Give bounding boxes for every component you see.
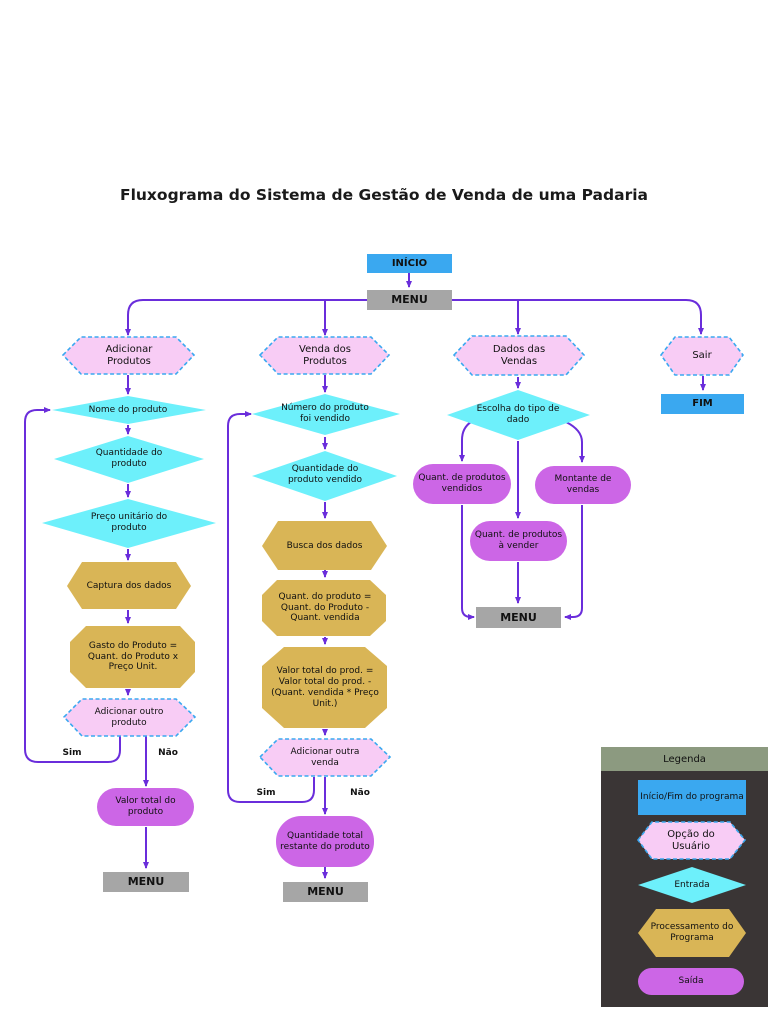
in-nome-label[interactable]: Nome do produto [88,404,168,415]
opt-adicionar-outro-hexagon [62,698,197,737]
arrow-menu-adicionar [125,299,367,336]
arrow-vendidos-menu-3 [461,505,475,620]
in-quantidade-diamond [54,436,204,483]
legend-input-label: Entrada [674,879,710,890]
arrow-escolha-montante [565,421,585,463]
menu-3-label[interactable]: MENU [500,610,537,624]
in-escolha-diamond [447,390,590,440]
fim-terminal [661,394,744,414]
inicio-terminal [367,254,452,273]
in-escolha-label[interactable]: Escolha do tipo de dado [476,404,560,425]
out-vendidos-label: Quant. de produtos vendidos [418,473,506,494]
opt-adicionar-outro-label[interactable]: Adicionar outro produto [94,707,164,728]
menu-2-box [283,882,368,902]
proc-captura-label: Captura dos dados [86,580,172,591]
out-montante-pill [535,466,631,504]
connectors [24,273,706,879]
in-quant-vendido-diamond [252,451,397,501]
arrow-escolha-vendidos [459,421,472,462]
opt-sair-label[interactable]: Sair [692,349,712,361]
nao-1-label: Não [158,747,178,758]
opt-dados-label[interactable]: Dados das Vendas [492,343,546,367]
in-nome-diamond [52,396,206,424]
opt-venda-label[interactable]: Venda dos Produtos [299,343,351,367]
sim-1-label: Sim [62,747,82,758]
legend-option-label: Opção do Usuário [667,828,715,852]
proc-valor-label: Valor total do prod. = Valor total do pr… [271,666,379,709]
legend-output-label: Saída [678,976,704,987]
menu-top-box [367,290,452,310]
legend-process-label: Processamento do Programa [650,922,734,943]
out-valor-total-pill [97,788,194,826]
legend-output-swatch [638,968,744,995]
out-quant-restante-label: Quantidade total restante do produto [280,831,370,852]
proc-busca-label: Busca dos dados [286,540,363,551]
opt-adicionar-label[interactable]: Adicionar Produtos [105,343,153,367]
proc-valor-octagon [262,647,387,728]
out-vendidos-pill [413,464,511,504]
opt-adicionar-outra-label[interactable]: Adicionar outra venda [290,747,360,768]
opt-venda-hexagon [258,336,391,375]
sim-2-label: Sim [256,787,276,798]
menu-2-label[interactable]: MENU [307,885,344,899]
legend-terminal-swatch [638,780,746,815]
out-montante-label: Montante de vendas [554,474,612,495]
legend-option-swatch [636,821,747,860]
legend-terminal-label: Início/Fim do programa [640,792,744,803]
proc-captura-hexagon [67,562,191,609]
out-avender-label: Quant. de produtos à vender [474,530,563,551]
in-preco-diamond [42,499,216,548]
in-quant-vendido-label[interactable]: Quantidade do produto vendido [287,464,363,485]
in-preco-label[interactable]: Preço unitário do produto [90,512,168,533]
menu-1-label[interactable]: MENU [127,875,165,889]
proc-quant-octagon [262,580,386,636]
arrow-menu-sair [452,299,704,335]
menu-1-box [103,872,189,892]
nao-2-label: Não [350,787,370,798]
opt-adicionar-outra-hexagon [258,738,392,777]
proc-busca-hexagon [262,521,387,570]
legend-header: Legenda [601,747,768,771]
proc-quant-label: Quant. do produto = Quant. do Produto - … [278,591,372,624]
out-valor-total-label: Valor total do produto [115,796,176,817]
in-quantidade-label[interactable]: Quantidade do produto [95,448,163,469]
menu-3-box [476,607,561,628]
opt-adicionar-hexagon [61,336,196,375]
fim-label: FIM [692,398,713,409]
out-quant-restante-pill [276,816,374,867]
diagram-title: Fluxograma do Sistema de Gestão de Venda… [119,186,648,204]
arrow-montante-menu-3 [564,505,583,620]
in-numero-diamond [252,394,400,435]
opt-dados-hexagon [452,335,586,376]
in-numero-label[interactable]: Número do produto foi vendido [281,403,369,424]
opt-sair-hexagon [660,336,744,376]
arrow-loop-sim-1 [24,407,121,763]
arrow-loop-sim-2 [227,411,315,803]
menu-top-label[interactable]: MENU [391,293,428,307]
out-avender-pill [470,521,567,561]
legend-process-swatch [638,909,746,957]
proc-gasto-label: Gasto do Produto = Quant. do Produto x P… [87,640,179,673]
proc-gasto-octagon [70,626,195,688]
legend-input-swatch [638,867,746,903]
inicio-label: INÍCIO [391,257,428,269]
